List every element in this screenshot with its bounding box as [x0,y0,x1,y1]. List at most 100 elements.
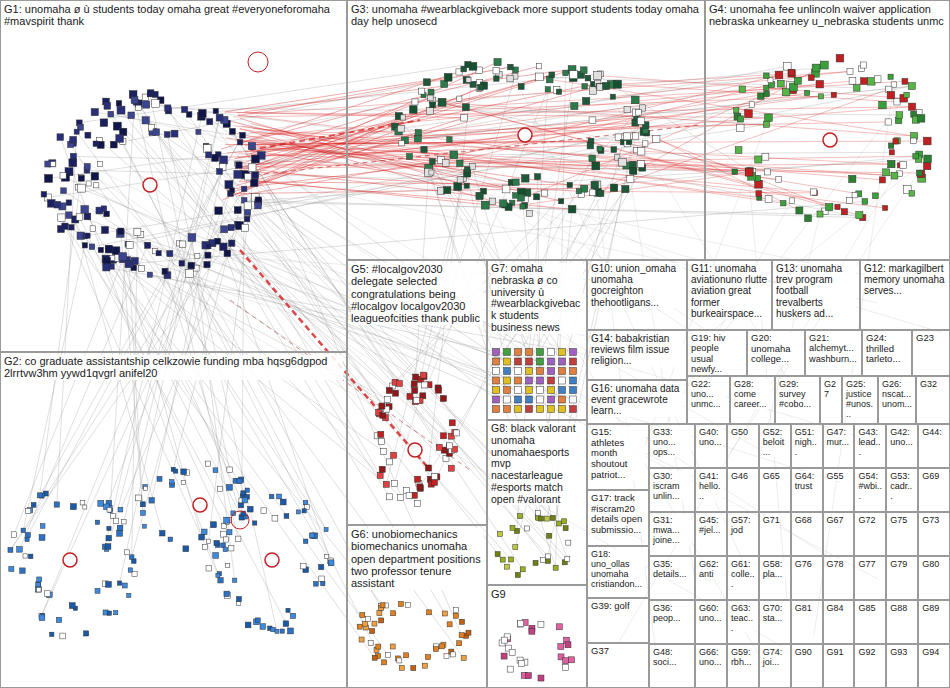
group-box: G73 [918,512,950,556]
vertex-icon [781,201,786,206]
group-box: G52: beloit... [759,424,791,468]
vertex-icon [398,125,405,132]
vertex-icon [504,377,511,384]
vertex-icon [739,86,745,92]
vertex-icon [527,210,533,216]
vertex-icon [136,495,142,501]
network-edge [250,120,420,150]
vertex-icon [199,534,205,540]
vertex-icon [106,535,112,541]
vertex-icon [777,80,784,87]
vertex-icon [107,508,112,513]
vertex-icon [653,135,660,142]
vertex-icon [380,603,385,608]
vertex-icon [95,588,100,593]
vertex-icon [563,526,568,531]
vertex-icon [493,368,500,375]
vertex-icon [924,155,932,163]
vertex-icon [764,169,770,175]
group-label: G88 [890,603,907,613]
vertex-icon [39,535,45,541]
vertex-icon [206,566,211,571]
vertex-icon [570,406,577,413]
group-label: G78 [827,559,844,569]
group-label: G73 [922,515,939,525]
vertex-icon [567,182,572,187]
vertex-icon [464,167,470,173]
vertex-icon [213,468,218,473]
network-edge [145,97,773,457]
vertex-icon [319,564,324,569]
vertex-icon [236,601,240,605]
vertex-icon [9,566,14,571]
network-edge [41,246,208,615]
group-box: G30: iscram unlin... [649,468,695,512]
group-box: G33: uno... ops... [649,424,695,468]
vertex-icon [214,540,219,545]
group-label: G20: unomaha college... [751,333,801,365]
network-edge [123,132,511,560]
group-label: G69 [922,471,939,481]
vertex-icon [37,577,42,582]
vertex-icon [359,637,364,642]
group-box: G21: alchemyt... washburn... [805,330,862,376]
vertex-icon [328,560,334,566]
network-edge [255,125,700,175]
vertex-icon [207,119,213,125]
group-box: G72 [854,512,886,556]
group-box: G39: golf [587,598,649,643]
vertex-icon [610,184,617,191]
vertex-icon [126,241,133,248]
vertex-icon [85,233,90,238]
vertex-icon [788,70,795,77]
group-label: G10: union_omaha unomaha gocreighton the… [591,263,683,308]
vertex-icon [379,466,385,472]
vertex-icon [234,170,242,178]
vertex-icon [417,484,423,490]
vertex-icon [106,581,112,587]
vertex-icon [493,68,499,74]
vertex-icon [529,628,535,634]
vertex-icon [411,381,417,387]
vertex-icon [533,560,538,565]
vertex-icon [376,644,381,649]
vertex-icon [91,173,98,180]
vertex-icon [116,135,124,143]
vertex-icon [248,142,255,149]
vertex-icon [493,349,500,356]
vertex-icon [536,511,541,516]
group-label: G68 [795,515,812,525]
group-label: G30: iscram unlin... [653,471,691,501]
network-edge [250,70,572,173]
vertex-icon [522,175,530,183]
network-edge [598,83,897,102]
group-label: G18: uno_ollas unomaha cristiandon... [591,549,645,589]
vertex-icon [142,524,146,528]
vertex-icon [85,132,91,138]
vertex-icon [427,108,434,115]
vertex-icon [547,533,552,538]
vertex-icon [69,225,74,230]
vertex-icon [457,641,462,646]
group-box: G93 [886,644,918,688]
vertex-icon [540,558,545,563]
vertex-icon [432,479,438,485]
group-box: G8: black valorant unomaha unomahaesport… [487,420,587,585]
vertex-icon [537,64,542,69]
vertex-icon [520,204,525,209]
vertex-icon [379,618,384,623]
network-edge [413,81,905,109]
vertex-icon [40,524,45,529]
vertex-icon [378,438,384,444]
vertex-icon [60,173,66,179]
vertex-icon [581,185,588,192]
vertex-icon [211,522,217,528]
group-label: G5: #localgov2030 delegate selected cong… [351,263,483,325]
vertex-icon [515,368,522,375]
vertex-icon [513,193,519,199]
vertex-icon [775,71,783,79]
vertex-icon [636,110,642,116]
vertex-icon [450,652,455,657]
group-box: G76 [791,556,823,600]
vertex-icon [142,117,149,124]
